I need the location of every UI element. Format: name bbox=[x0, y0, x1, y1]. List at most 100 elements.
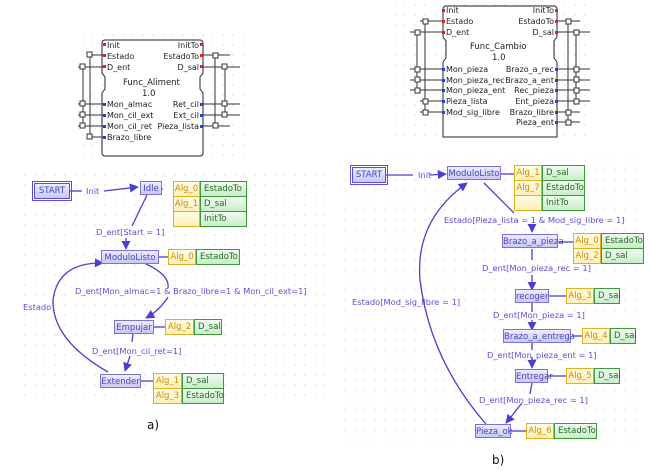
ecc-a-listo-curve bbox=[145, 263, 169, 289]
fb-a-event-out-d-sal[interactable]: D_sal bbox=[177, 63, 199, 72]
fb-a-event-out-estadoto[interactable]: EstadoTo bbox=[163, 52, 199, 61]
fb-b-data-in-2[interactable]: Mon_pieza_ent bbox=[446, 86, 506, 95]
ecc-b-listo-alg-2[interactable] bbox=[514, 195, 542, 211]
fb-a-data-in-1[interactable]: Mon_cil_ext bbox=[107, 111, 154, 120]
ecc-a-estado-label[interactable]: Estado bbox=[23, 302, 52, 312]
ecc-b-bae-out-0[interactable]: D_sal bbox=[610, 328, 637, 344]
fb-b-event-out-d-sal[interactable]: D_sal bbox=[532, 28, 554, 37]
ecc-b-start-state[interactable]: START bbox=[350, 165, 388, 185]
ecc-a-idle-alg-2[interactable] bbox=[173, 211, 200, 227]
ecc-a-start-state[interactable]: START bbox=[32, 181, 72, 201]
ecc-a-cilret-arrow bbox=[123, 355, 132, 372]
fb-b-data-out-1[interactable]: Brazo_a_ent bbox=[505, 76, 554, 85]
ecc-b-listo-out-1[interactable]: EstadoTo bbox=[542, 180, 585, 196]
fb-a-data-out-0[interactable]: Ret_cil bbox=[172, 100, 199, 109]
ecc-a-empujar-out-0[interactable]: D_sal bbox=[194, 319, 222, 335]
ecc-b-bp-alg-1[interactable]: Alg_2 bbox=[573, 248, 601, 264]
ecc-b-listo-out-2[interactable]: InitTo bbox=[542, 195, 585, 211]
fb-a-data-in-3[interactable]: Brazo_libre bbox=[107, 133, 152, 142]
ecc-b-init-arrow bbox=[429, 169, 447, 180]
ecc-b-pieza-ok-alg-0[interactable]: Alg_6 bbox=[526, 423, 554, 439]
ecc-b-state-entregar[interactable]: Entregar bbox=[515, 369, 553, 383]
fb-b-event-in-d-ent[interactable]: D_ent bbox=[446, 28, 470, 37]
fb-b-event-in-estado[interactable]: Estado bbox=[446, 17, 474, 26]
ecc-a-init-label[interactable]: Init bbox=[86, 186, 100, 196]
fb-b-data-in-4[interactable]: Mod_sig_libre bbox=[446, 108, 500, 117]
ecc-a-idle-out-1[interactable]: D_sal bbox=[200, 196, 247, 212]
ecc-b-recoger-out-0[interactable]: D_sal bbox=[594, 288, 621, 304]
ecc-a-start1-label[interactable]: D_ent[Start = 1] bbox=[96, 227, 165, 237]
fb-b-data-in-3[interactable]: Pieza_lista bbox=[446, 97, 488, 106]
fb-a-event-out-initto[interactable]: InitTo bbox=[177, 41, 199, 50]
ecc-b-state-brazo-a-pieza[interactable]: Brazo_a_pieza bbox=[502, 234, 564, 248]
ecc-a-listo-out-0[interactable]: EstadoTo bbox=[196, 249, 240, 265]
ecc-b-entregar-line bbox=[529, 382, 533, 395]
ecc-a-state-extender[interactable]: Extender bbox=[100, 374, 141, 388]
ecc-a-state-idle[interactable]: Idle bbox=[140, 181, 162, 195]
ecc-b-state-pieza-ok[interactable]: Pieza_ok bbox=[475, 424, 513, 438]
fb-b-name: Func_Cambio bbox=[470, 42, 527, 52]
fb-a-data-out-1[interactable]: Ext_cil bbox=[173, 111, 199, 120]
ecc-b-pieza-ent-label[interactable]: D_ent[Mon_pieza_ent = 1] bbox=[487, 350, 597, 360]
fb-a-data-out-2[interactable]: Pieza_lista bbox=[157, 122, 199, 131]
fb-b-data-in-1[interactable]: Mon_pieza_rec bbox=[446, 76, 505, 85]
ecc-a-listo-alg-0[interactable]: Alg_0 bbox=[168, 249, 196, 265]
ecc-b-bae-alg-0[interactable]: Alg_4 bbox=[582, 328, 610, 344]
fb-b-event-out-estadoto[interactable]: EstadoTo bbox=[518, 17, 554, 26]
ecc-b-state-recoger[interactable]: recoger bbox=[515, 289, 549, 303]
ecc-b-entregar-out-0[interactable]: D_sal bbox=[594, 368, 621, 384]
ecc-b-pieza-ok-out-0[interactable]: EstadoTo bbox=[554, 423, 597, 439]
ecc-b-pieza-rec2-arrow bbox=[505, 402, 523, 424]
ecc-a-idle-line bbox=[131, 194, 148, 227]
ecc-b-entregar-alg-0[interactable]: Alg_5 bbox=[566, 368, 594, 384]
ecc-a-extender-out-1[interactable]: EstadoTo bbox=[182, 388, 224, 404]
ecc-a-idle-out-0[interactable]: EstadoTo bbox=[200, 181, 247, 197]
ecc-b-pieza-rec-label[interactable]: D_ent[Mon_pieza_rec = 1] bbox=[482, 263, 591, 273]
ecc-b-state-modulo-listo[interactable]: ModuloListo bbox=[447, 166, 501, 180]
ecc-a-idle-alg-0[interactable]: Alg_0 bbox=[173, 181, 200, 197]
fb-a-name: Func_Aliment bbox=[123, 78, 180, 88]
ecc-a-state-empujar[interactable]: Empujar bbox=[114, 320, 154, 334]
ecc-b-bp-out-0[interactable]: EstadoTo bbox=[601, 233, 644, 249]
ecc-a-empujar-alg-0[interactable]: Alg_2 bbox=[165, 319, 194, 335]
ecc-b-state-brazo-a-entrega[interactable]: Brazo_a_entrega bbox=[503, 329, 575, 343]
fb-b-version: 1.0 bbox=[492, 53, 506, 63]
ecc-a-init-arrow bbox=[103, 183, 139, 193]
fb-b-data-out-2[interactable]: Rec_pieza bbox=[514, 86, 554, 95]
fb-b-event-out-initto[interactable]: InitTo bbox=[532, 6, 554, 15]
fb-a-event-in-d-ent[interactable]: D_ent bbox=[107, 63, 131, 72]
fb-b-data-out-4[interactable]: Brazo_libre bbox=[509, 108, 554, 117]
caption-b: b) bbox=[492, 453, 505, 467]
ecc-a-extender-alg-1[interactable]: Alg_3 bbox=[153, 388, 182, 404]
ecc-b-pieza-rec2-label[interactable]: D_ent[Mon_pieza_rec = 1] bbox=[479, 395, 588, 405]
fb-a-event-in-estado[interactable]: Estado bbox=[107, 52, 135, 61]
ecc-b-bp-out-1[interactable]: D_sal bbox=[601, 248, 644, 264]
fb-b-event-in-init[interactable]: Init bbox=[446, 6, 459, 15]
ecc-b-listo-alg-1[interactable]: Alg_7 bbox=[514, 180, 542, 196]
ecc-b-recoger-alg-0[interactable]: Alg_3 bbox=[566, 288, 594, 304]
ecc-b-mon-pieza-label[interactable]: D_ent[Mon_pieza = 1] bbox=[493, 310, 585, 320]
ecc-a-almac-arrow bbox=[145, 296, 169, 319]
ecc-b-mod-sig-label[interactable]: Estado[Mod_sig_libre = 1] bbox=[352, 297, 461, 307]
fb-b-body bbox=[442, 5, 558, 138]
ecc-a-idle-out-2[interactable]: InitTo bbox=[200, 211, 247, 227]
fb-b-data-out-5[interactable]: Pieza_ent bbox=[515, 118, 554, 127]
ecc-b-pieza-lista-label[interactable]: Estado[Pieza_lista = 1 & Mod_sig_libre =… bbox=[444, 215, 625, 225]
fb-b-data-out-0[interactable]: Brazo_a_rec bbox=[505, 65, 554, 74]
ecc-b-listo-alg-0[interactable]: Alg_1 bbox=[514, 165, 542, 181]
fb-b-data-in-0[interactable]: Mon_pieza bbox=[446, 65, 489, 74]
fb-a-data-in-2[interactable]: Mon_cil_ret bbox=[107, 122, 152, 131]
fb-a-data-ports bbox=[103, 103, 203, 139]
ecc-a-extender-alg-0[interactable]: Alg_1 bbox=[153, 373, 182, 389]
ecc-b-listo-out-0[interactable]: D_sal bbox=[542, 165, 585, 181]
fb-b-data-out-3[interactable]: Ent_pieza bbox=[515, 97, 554, 106]
ecc-a-cilret-label[interactable]: D_ent[Mon_cil_ret=1] bbox=[92, 346, 182, 356]
ecc-a-almac-label[interactable]: D_ent[Mon_almac=1 & Brazo_libre=1 & Mon_… bbox=[75, 286, 307, 296]
ecc-a-state-modulo-listo[interactable]: ModuloListo bbox=[101, 250, 159, 264]
fb-a-event-in-init[interactable]: Init bbox=[107, 41, 120, 50]
ecc-b-init-label[interactable]: Init bbox=[418, 170, 432, 180]
ecc-a-idle-alg-1[interactable]: Alg_1 bbox=[173, 196, 200, 212]
ecc-a-extender-out-0[interactable]: D_sal bbox=[182, 373, 224, 389]
ecc-b-bp-alg-0[interactable]: Alg_0 bbox=[573, 233, 601, 249]
fb-a-data-in-0[interactable]: Mon_almac bbox=[107, 100, 153, 109]
